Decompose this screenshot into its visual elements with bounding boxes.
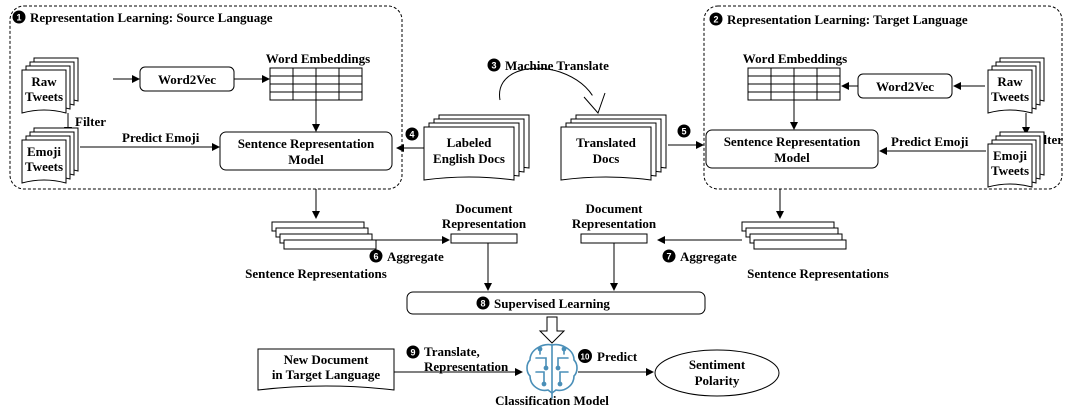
svg-text:4: 4	[409, 130, 414, 140]
left-sentence-reps-stack	[271, 221, 377, 250]
right-doc-rep-label: Document	[585, 201, 643, 216]
target-word2vec-label: Word2Vec	[876, 79, 934, 94]
step-9-badge: 9	[406, 345, 420, 359]
target-word-embeddings-label: Word Embeddings	[743, 51, 847, 66]
predict-label: Predict	[597, 349, 638, 364]
brain-circuit-icon	[526, 343, 578, 399]
target-raw-tweets-label: Raw	[997, 74, 1023, 89]
svg-text:10: 10	[581, 353, 590, 362]
source-word2vec-label: Word2Vec	[158, 72, 216, 87]
step-6-badge: 6	[369, 249, 383, 263]
target-raw-tweets-stack: Raw Tweets	[987, 57, 1045, 114]
source-panel	[9, 5, 403, 190]
target-sentence-model-box	[705, 129, 879, 169]
svg-text:Representation: Representation	[572, 216, 657, 231]
translate-label: Translate,	[424, 344, 480, 359]
source-predict-emoji-label: Predict Emoji	[122, 130, 200, 145]
svg-text:1: 1	[16, 13, 21, 23]
target-sentence-model-label: Sentence Representation	[724, 134, 861, 149]
translated-docs-label: Translated	[576, 135, 636, 150]
step-8-badge: 8	[476, 296, 490, 310]
target-embeddings-grid	[747, 67, 841, 101]
source-emoji-tweets-label: Emoji	[27, 144, 61, 159]
svg-text:3: 3	[491, 61, 496, 71]
source-filter-label: Filter	[75, 114, 106, 129]
right-aggregate-label: Aggregate	[680, 249, 737, 264]
new-document-shape: New Document in Target Language	[257, 348, 395, 391]
machine-translate-arrowhead	[583, 92, 606, 114]
step-3-badge: 3	[487, 58, 501, 72]
left-sentence-reps-label: Sentence Representations	[245, 266, 387, 281]
svg-text:Tweets: Tweets	[25, 159, 63, 174]
svg-text:2: 2	[713, 15, 718, 25]
svg-text:Model: Model	[288, 152, 324, 167]
svg-text:Tweets: Tweets	[25, 89, 63, 104]
new-document-label: New Document	[284, 352, 370, 367]
target-predict-emoji-label: Predict Emoji	[891, 134, 969, 149]
translated-docs-stack: Translated Docs	[560, 114, 667, 181]
right-sentence-reps-stack	[741, 221, 847, 250]
svg-text:Tweets: Tweets	[991, 163, 1029, 178]
right-doc-rep-bar	[580, 233, 648, 244]
left-aggregate-label: Aggregate	[387, 249, 444, 264]
source-embeddings-grid	[269, 67, 363, 101]
source-word-embeddings-label: Word Embeddings	[266, 51, 370, 66]
svg-text:Model: Model	[774, 150, 810, 165]
labeled-docs-label: Labeled	[447, 135, 493, 150]
left-doc-rep-bar	[450, 233, 518, 244]
supervised-learning-label: Supervised Learning	[494, 296, 610, 311]
source-sentence-model-label: Sentence Representation	[238, 136, 375, 151]
labeled-english-docs-stack: Labeled English Docs	[423, 114, 530, 181]
step-1-badge: 1	[12, 10, 26, 24]
machine-translate-curve	[499, 67, 596, 101]
target-emoji-tweets-label: Emoji	[993, 148, 1027, 163]
machine-translate-label: Machine Translate	[505, 58, 609, 73]
classification-model-label: Classification Model	[495, 393, 609, 408]
svg-text:in Target Language: in Target Language	[272, 367, 381, 382]
source-sentence-model-box	[219, 131, 393, 171]
source-emoji-tweets-stack: Emoji Tweets	[21, 127, 79, 184]
supervised-down-arrow	[538, 316, 566, 344]
source-raw-tweets-label: Raw	[31, 74, 57, 89]
step-10-badge: 10	[578, 349, 592, 363]
svg-text:6: 6	[373, 252, 378, 262]
svg-text:English Docs: English Docs	[433, 151, 505, 166]
target-panel	[703, 5, 1063, 190]
step-7-badge: 7	[662, 249, 676, 263]
target-emoji-tweets-stack: Emoji Tweets	[987, 131, 1045, 188]
svg-text:Tweets: Tweets	[991, 89, 1029, 104]
svg-text:8: 8	[480, 299, 485, 309]
sentiment-polarity-label: Sentiment	[689, 357, 746, 372]
sentiment-polarity-ellipse	[654, 349, 780, 397]
step-2-badge: 2	[709, 12, 723, 26]
svg-text:Polarity: Polarity	[695, 373, 740, 388]
svg-text:7: 7	[666, 252, 671, 262]
svg-text:5: 5	[681, 127, 686, 137]
source-raw-tweets-stack: Raw Tweets	[21, 57, 79, 114]
svg-text:Docs: Docs	[593, 151, 620, 166]
step-4-badge: 4	[405, 127, 419, 141]
svg-text:9: 9	[410, 348, 415, 358]
step-5-badge: 5	[677, 124, 691, 138]
source-panel-title: Representation Learning: Source Language	[30, 10, 273, 25]
left-doc-rep-label: Document	[455, 201, 513, 216]
right-sentence-reps-label: Sentence Representations	[747, 266, 889, 281]
svg-text:Representation: Representation	[442, 216, 527, 231]
target-panel-title: Representation Learning: Target Language	[727, 12, 968, 27]
svg-text:Representation: Representation	[424, 359, 509, 374]
